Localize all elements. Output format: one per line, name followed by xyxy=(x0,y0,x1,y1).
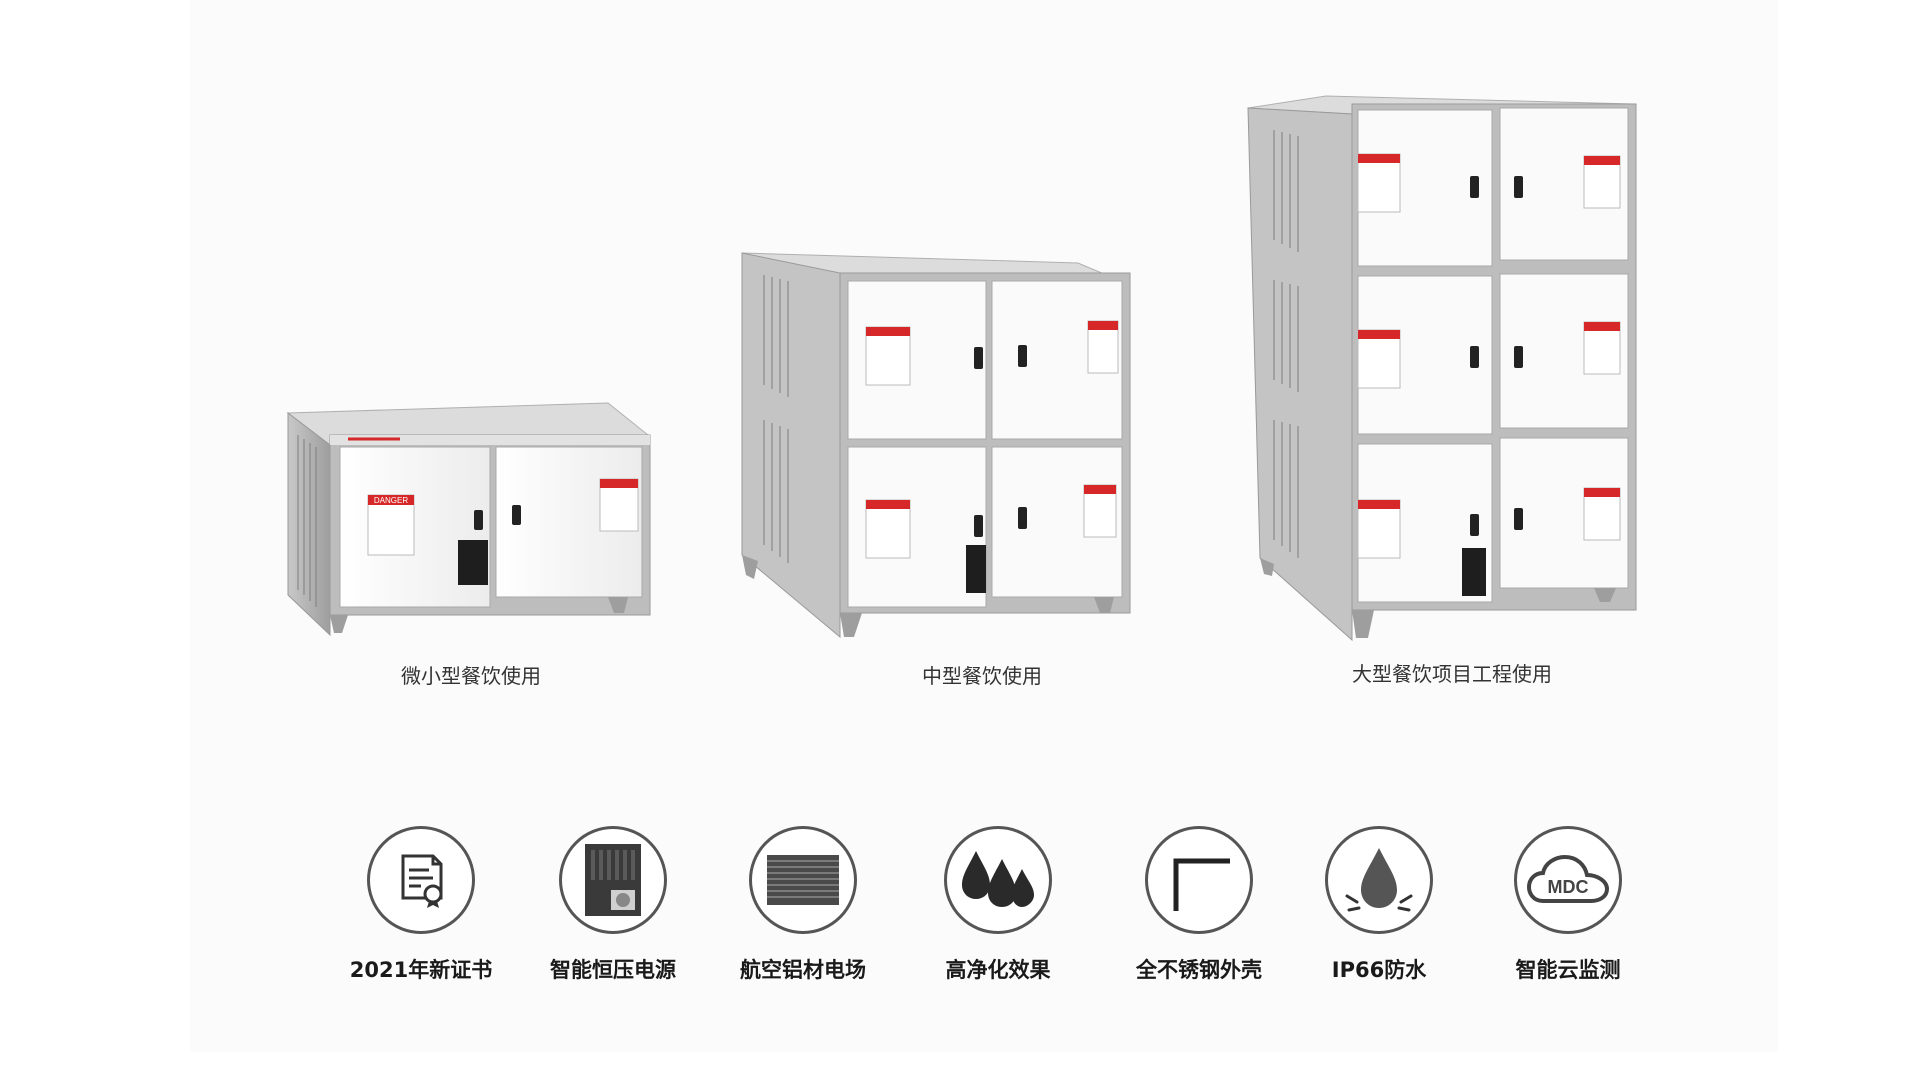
feature-waterproof: IP66防水 xyxy=(1289,826,1469,984)
feature-label: 航空铝材电场 xyxy=(740,958,866,982)
feature-label: 智能云监测 xyxy=(1515,958,1621,982)
feature-label: 高净化效果 xyxy=(945,958,1051,982)
feature-label: 智能恒压电源 xyxy=(550,958,676,982)
feature-steel-shell: 全不锈钢外壳 xyxy=(1109,826,1289,984)
oil-drops-icon xyxy=(962,851,1034,907)
feature-aluminum-plates: 航空铝材电场 xyxy=(713,826,893,984)
product-small-unit: DANGER xyxy=(278,395,658,645)
product-large-unit xyxy=(1244,90,1644,650)
product-small-caption: 微小型餐饮使用 xyxy=(401,664,541,688)
feature-purification: 高净化效果 xyxy=(908,826,1088,984)
steel-corner-icon xyxy=(1173,858,1230,911)
danger-label-text: DANGER xyxy=(374,496,408,505)
certificate-icon xyxy=(401,854,443,908)
cloud-logo-text: MDC xyxy=(1548,877,1589,897)
aluminum-plates-icon xyxy=(767,855,839,905)
product-medium-caption: 中型餐饮使用 xyxy=(922,664,1042,688)
power-supply-icon xyxy=(585,844,641,916)
product-medium-unit xyxy=(738,245,1138,645)
product-large-caption: 大型餐饮项目工程使用 xyxy=(1352,662,1552,686)
feature-label: 全不锈钢外壳 xyxy=(1136,958,1262,982)
feature-certificate: 2021年新证书 xyxy=(331,826,511,984)
feature-label: 2021年新证书 xyxy=(349,958,493,982)
feature-cloud-monitor: MDC 智能云监测 xyxy=(1478,826,1658,984)
cloud-monitor-icon: MDC xyxy=(1526,854,1610,903)
feature-label: IP66防水 xyxy=(1331,958,1427,982)
feature-power-supply: 智能恒压电源 xyxy=(523,826,703,984)
water-drop-icon xyxy=(1345,848,1413,912)
